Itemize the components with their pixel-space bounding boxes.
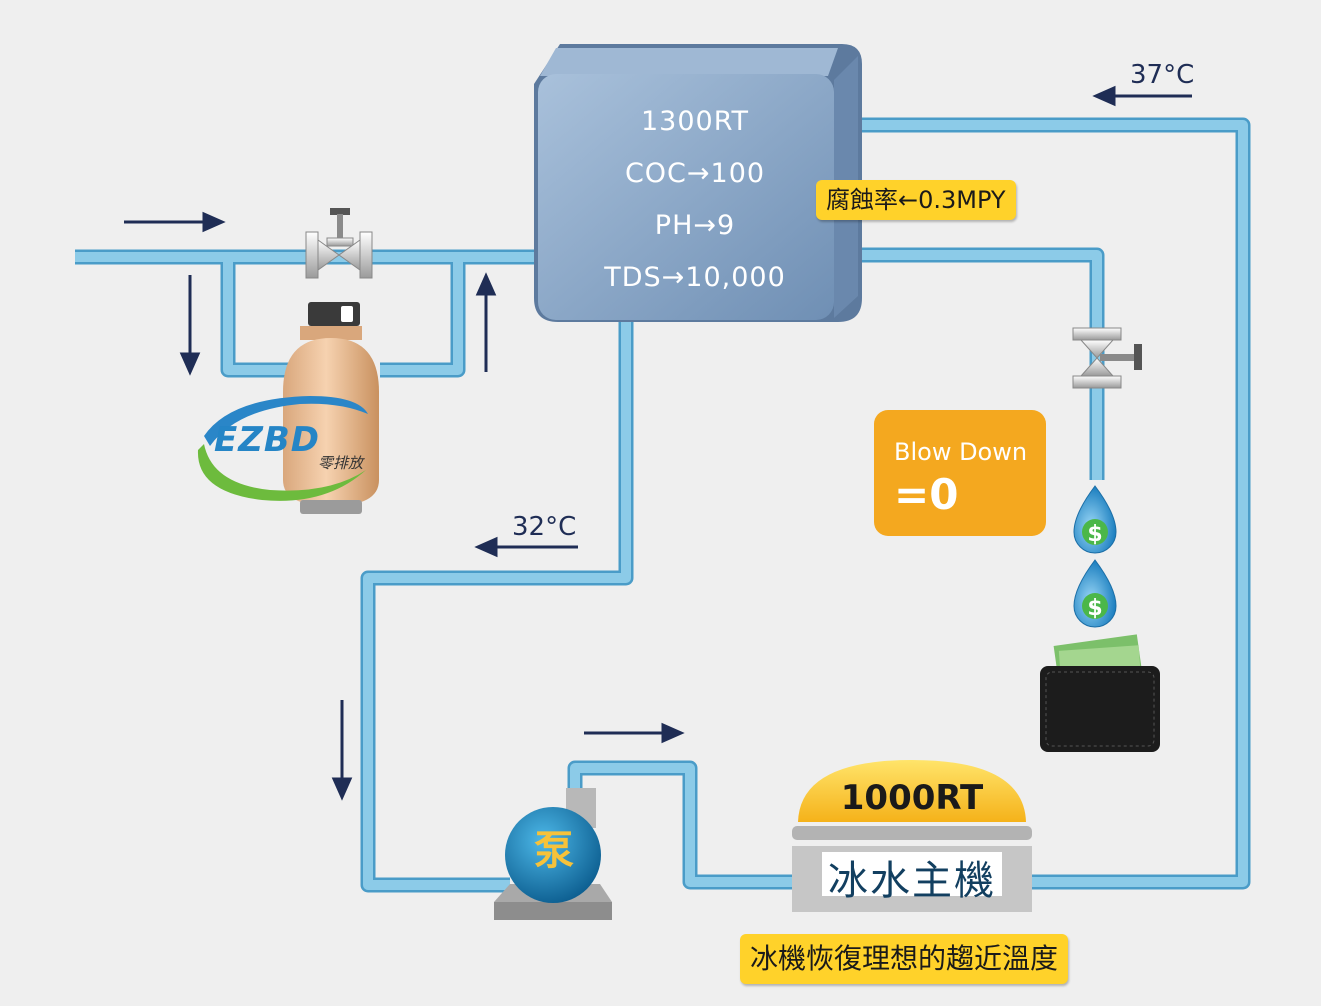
svg-text:$: $	[1087, 522, 1102, 547]
cooling-tower	[534, 44, 862, 322]
pipe-network	[75, 117, 1251, 893]
flow-arrow-icon	[124, 211, 226, 233]
filter-tank	[283, 302, 379, 514]
cooling-tower-specs: 1300RT COC→100 PH→9 TDS→10,000	[560, 102, 830, 310]
ezbd-logo-subtitle: 零排放	[318, 454, 364, 472]
chiller-note: 冰機恢復理想的趨近溫度	[740, 934, 1069, 984]
svg-text:$: $	[1087, 596, 1102, 621]
chiller-name: 冰水主機	[828, 858, 996, 904]
valve-icon	[305, 208, 373, 279]
flow-arrow-icon	[584, 722, 685, 744]
chiller-note-text: 冰機恢復理想的趨近溫度	[750, 942, 1059, 975]
flow-arrow-icon	[331, 700, 353, 801]
flow-arrow-icon	[1092, 85, 1192, 107]
dollar-drop-icon: $	[1073, 485, 1117, 554]
blow-down-box: Blow Down =0	[874, 410, 1046, 536]
flow-arrow-icon	[179, 275, 201, 376]
tower-capacity: 1300RT	[640, 106, 749, 137]
dollar-drop-icon: $	[1073, 559, 1117, 628]
flow-arrow-icon	[474, 536, 578, 558]
return-temperature: 37°C	[1130, 60, 1195, 90]
valve-icon	[1072, 327, 1142, 389]
ezbd-logo-text: EZBD	[214, 420, 321, 460]
blow-down-value: =0	[894, 470, 959, 519]
ezbd-logo	[197, 396, 368, 501]
chiller	[792, 760, 1032, 912]
flow-arrow-icon	[475, 272, 497, 372]
supply-temperature: 32°C	[512, 512, 577, 542]
corrosion-rate-label: 腐蝕率←0.3MPY	[816, 180, 1016, 220]
tower-ph: PH→9	[654, 210, 736, 241]
blow-down-title: Blow Down	[894, 438, 1028, 466]
wallet-icon	[1040, 634, 1160, 752]
flow-arrows	[124, 85, 1192, 801]
tower-tds: TDS→10,000	[604, 262, 786, 293]
pump-label: 泵	[534, 828, 574, 874]
pump	[494, 788, 612, 920]
corrosion-rate-text: 腐蝕率←0.3MPY	[826, 186, 1006, 214]
tower-coc: COC→100	[624, 158, 766, 189]
chiller-capacity: 1000RT	[840, 778, 984, 818]
